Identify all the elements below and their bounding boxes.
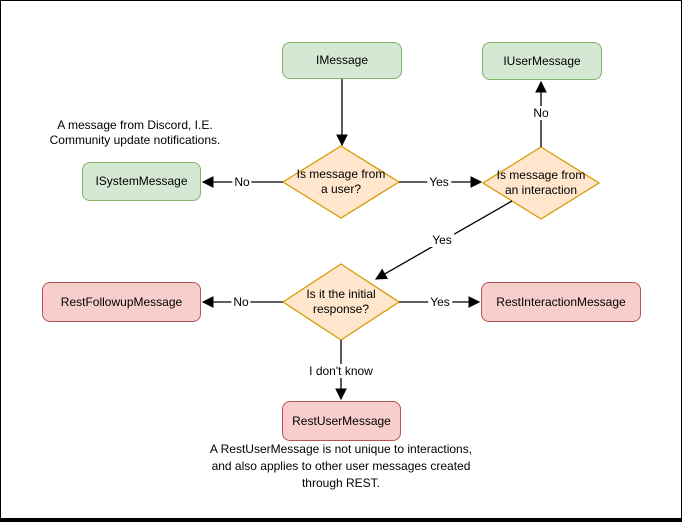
node-restusermessage: RestUserMessage [282,401,401,441]
edge-label-user-yes: Yes [427,175,451,189]
node-imessage: IMessage [282,42,402,79]
edge-label-initial-yes: Yes [428,295,452,309]
edge-label-interaction-no: No [531,106,551,120]
edge-label-initial-unknown: I don't know [307,364,375,378]
edge-label-initial-no: No [231,295,251,309]
note-rest-user-message: A RestUserMessage is not unique to inter… [209,442,473,490]
decision-from-user-label: Is message from a user? [296,167,386,196]
edge-label-interaction-yes: Yes [430,233,454,247]
decision-from-user-shape [281,145,401,219]
node-restinteractionmessage: RestInteractionMessage [481,282,641,322]
node-isystemmessage: ISystemMessage [82,162,201,201]
decision-initial-response-label: Is it the initial response? [306,287,376,316]
decision-from-interaction-label: Is message from an interaction [496,168,586,197]
edge-label-user-no: No [232,175,252,189]
node-iusermessage: IUserMessage [482,42,602,80]
node-restfollowupmessage: RestFollowupMessage [42,282,201,322]
note-system-message: A message from Discord, I.E. Community u… [49,118,221,147]
